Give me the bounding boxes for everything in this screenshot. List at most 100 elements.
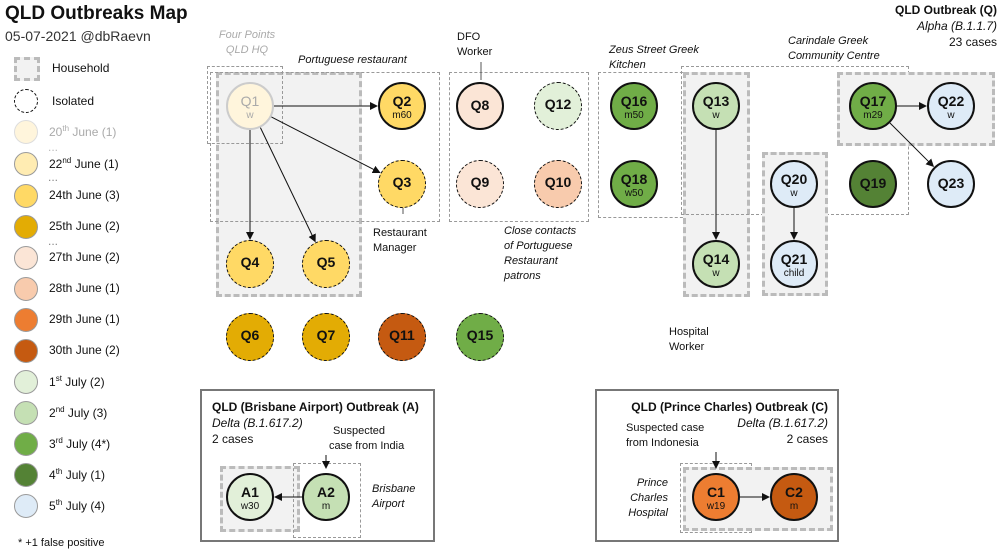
case-detail: m29 [863,110,883,121]
case-node-q6: Q6 [226,313,274,361]
annotation-manager: Restaurant Manager [373,226,427,256]
legend-isolated-label: Isolated [52,94,95,108]
edge-q1-q5 [259,127,316,243]
legend-label: 5th July (4) [49,498,106,513]
case-id: Q20 [780,171,808,187]
legend-label: 3rd July (4*) [49,436,111,451]
location-portuguese-restaurant [210,72,440,222]
legend-label: 30th June (2) [49,343,120,357]
annotation-line: Zeus Street Greek [609,44,699,56]
annotation-line: Worker [669,341,705,353]
case-id: Q2 [392,93,412,109]
case-id: A1 [241,484,259,500]
suspected-line: case from India [329,440,405,452]
outbreak-q-info: QLD Outbreak (Q) Alpha (B.1.1.7) 23 case… [895,2,997,50]
case-id: Q14 [702,251,730,267]
legend-swatch [14,463,38,487]
case-id: Q22 [937,93,965,109]
case-id: A2 [317,484,335,500]
case-id: Q6 [240,327,260,343]
legend-label: 2nd July (3) [49,405,108,420]
suspected-line: from Indonesia [626,437,699,449]
case-detail: w [790,188,798,199]
outbreak-a-suspected: Suspected case from India [329,424,404,454]
annotation-line: DFO [457,31,481,43]
annotation-portuguese: Portuguese restaurant [298,54,407,66]
outbreak-a-count: 2 cases [212,432,254,446]
outbreak-c-info: QLD (Prince Charles) Outbreak (C) Delta … [608,399,828,447]
case-detail: m50 [624,110,644,121]
case-detail: child [783,268,805,279]
location-line: Charles [630,492,668,504]
legend-swatch [14,184,38,208]
isolated-swatch [14,89,38,113]
case-id: Q1 [240,93,260,109]
case-id: Q21 [780,251,808,267]
case-detail: w [712,110,720,121]
case-id: Q10 [544,174,572,190]
legend-label: 20th June (1) [49,124,117,139]
outbreak-c-title: QLD (Prince Charles) Outbreak (C) [631,400,828,414]
legend-swatch [14,339,38,363]
case-id: Q16 [620,93,648,109]
annotation-line: Four Points [218,29,276,41]
annotation-line: Community Centre [788,50,880,62]
case-node-q10: Q10 [534,160,582,208]
legend-swatch [14,120,38,144]
annotation-line: QLD HQ [225,44,269,56]
case-node-q7: Q7 [302,313,350,361]
outbreak-a-location: Brisbane Airport [372,482,415,512]
suspected-line: Suspected [333,425,385,437]
location-four-points [207,66,283,144]
annotation-line: Carindale Greek [788,35,869,47]
case-id: Q8 [470,97,490,113]
case-detail: w19 [706,501,726,512]
case-id: C2 [785,484,803,500]
outbreak-c-count: 2 cases [786,432,828,446]
case-detail: m60 [392,110,412,121]
case-node-q9: Q9 [456,160,504,208]
case-node-q3: Q3 [378,160,426,208]
case-detail: w30 [240,501,260,512]
legend-label: 1st July (2) [49,374,105,389]
legend-ellipsis: ... [48,170,59,184]
legend-label: 24th June (3) [49,188,120,202]
legend-swatch [14,308,38,332]
annotation-four-points: Four Points QLD HQ [217,28,277,58]
annotation-carindale: Carindale Greek Community Centre [788,34,880,64]
outbreak-a-variant: Delta (B.1.617.2) [212,416,303,430]
outbreak-q-count: 23 cases [948,35,997,49]
legend-label: 29th June (1) [49,312,120,326]
case-node-q11: Q11 [378,313,426,361]
suspected-line: Suspected case [626,422,705,434]
case-id: Q17 [859,93,887,109]
annotation-line: Worker [457,46,493,58]
case-node-q12: Q12 [534,82,582,130]
annotation-line: Manager [373,242,417,254]
legend-swatch [14,246,38,270]
annotation-dfo: DFO Worker [457,30,492,60]
location-line: Hospital [628,507,668,519]
legend-swatch [14,401,38,425]
legend-swatch [14,432,38,456]
case-detail: m [321,501,331,512]
legend-label: 4th July (1) [49,467,106,482]
case-id: Q3 [392,174,412,190]
annotation-line: of Portuguese [504,240,573,252]
edge-q1-q3 [271,116,381,174]
legend-swatch [14,152,38,176]
case-detail: w [947,110,955,121]
legend-ellipsis: ... [48,234,59,248]
case-detail: w [246,110,254,121]
legend-label: 25th June (2) [49,219,120,233]
case-detail: w50 [624,188,644,199]
legend-swatch [14,494,38,518]
case-id: Q5 [316,254,336,270]
